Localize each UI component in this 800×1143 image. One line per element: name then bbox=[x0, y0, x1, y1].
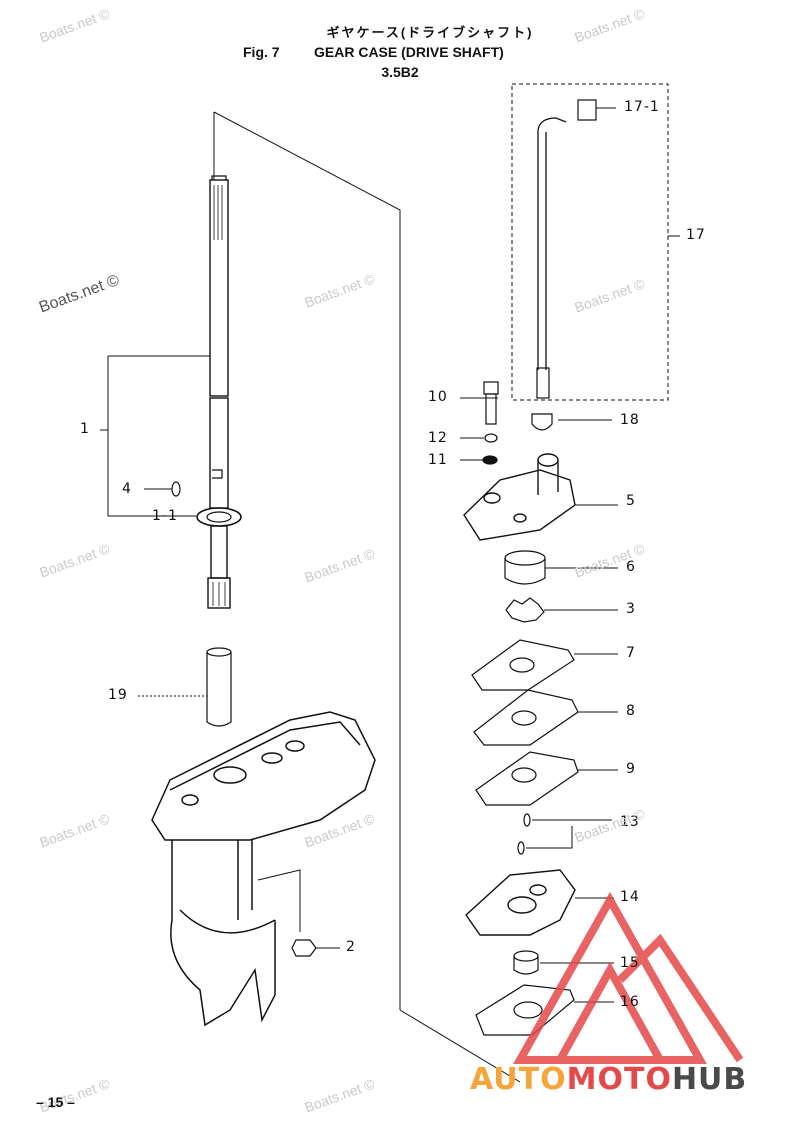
callout-18: 18 bbox=[620, 412, 640, 428]
pump-case-part-14 bbox=[465, 869, 576, 936]
nut-part-2 bbox=[291, 939, 317, 957]
water-tube-part-17 bbox=[536, 99, 597, 399]
page-number: – 15 – bbox=[36, 1094, 75, 1110]
callout-5: 5 bbox=[626, 493, 636, 509]
brand-part-moto: MOTO bbox=[566, 1062, 672, 1097]
impeller-part-3 bbox=[505, 597, 545, 623]
callout-17: 17 bbox=[686, 227, 706, 243]
callout-16: 16 bbox=[620, 994, 640, 1010]
callout-4: 4 bbox=[122, 481, 132, 497]
gasket-part-7 bbox=[471, 639, 575, 691]
callout-9: 9 bbox=[626, 761, 636, 777]
callout-7: 7 bbox=[626, 645, 636, 661]
callout-2: 2 bbox=[346, 939, 356, 955]
callout-13: 13 bbox=[620, 814, 640, 830]
pump-cover-part-5 bbox=[463, 453, 576, 541]
plate-part-8 bbox=[473, 689, 579, 746]
callout-19: 19 bbox=[108, 687, 128, 703]
gasket-part-7-hole bbox=[509, 657, 535, 673]
callout-17-1: 17-1 bbox=[624, 99, 660, 115]
diagram-title: GEAR CASE (DRIVE SHAFT) bbox=[314, 44, 504, 60]
brand-logo-mark bbox=[513, 891, 744, 1064]
assembly-outline bbox=[213, 111, 521, 1083]
leader-lines bbox=[100, 107, 680, 1003]
japanese-title: ギヤケース(ドライブシャフト) bbox=[326, 25, 534, 40]
liner-part-6 bbox=[504, 550, 546, 585]
gasket-part-9 bbox=[475, 751, 579, 806]
part-17-group-box bbox=[511, 83, 669, 401]
gasket-part-16 bbox=[475, 984, 575, 1036]
drive-shaft bbox=[196, 175, 242, 609]
model-code: 3.5B2 bbox=[381, 64, 419, 80]
callout-10: 10 bbox=[428, 389, 448, 405]
brand-wordmark: AUTOMOTOHUB bbox=[470, 1062, 747, 1097]
gear-case-housing bbox=[151, 711, 376, 1027]
washer-part-11 bbox=[482, 455, 498, 465]
callout-15: 15 bbox=[620, 955, 640, 971]
pin-part-4 bbox=[171, 481, 181, 497]
gasket-part-9-hole bbox=[511, 767, 537, 783]
callout-11: 11 bbox=[428, 452, 448, 468]
callout-14: 14 bbox=[620, 889, 640, 905]
callout-6: 6 bbox=[626, 559, 636, 575]
seal-part-15 bbox=[513, 950, 539, 975]
callout-3: 3 bbox=[626, 601, 636, 617]
callout-1: 1 bbox=[80, 421, 90, 437]
callout-8: 8 bbox=[626, 703, 636, 719]
bolt-part-10 bbox=[483, 381, 499, 425]
grommet-part-18 bbox=[531, 413, 553, 431]
brand-part-auto: AUTO bbox=[470, 1062, 567, 1097]
plate-part-8-hole bbox=[511, 710, 537, 726]
dowel-part-13-b bbox=[517, 841, 525, 855]
dowel-part-13-a bbox=[523, 813, 531, 827]
brand-part-hub: HUB bbox=[671, 1062, 748, 1097]
callout-1-1: 1-1 bbox=[152, 508, 178, 524]
washer-part-12 bbox=[484, 433, 498, 443]
tube-part-19 bbox=[206, 647, 232, 727]
gasket-part-16-hole bbox=[513, 1001, 543, 1019]
callout-12: 12 bbox=[428, 430, 448, 446]
figure-label: Fig. 7 bbox=[243, 44, 280, 60]
